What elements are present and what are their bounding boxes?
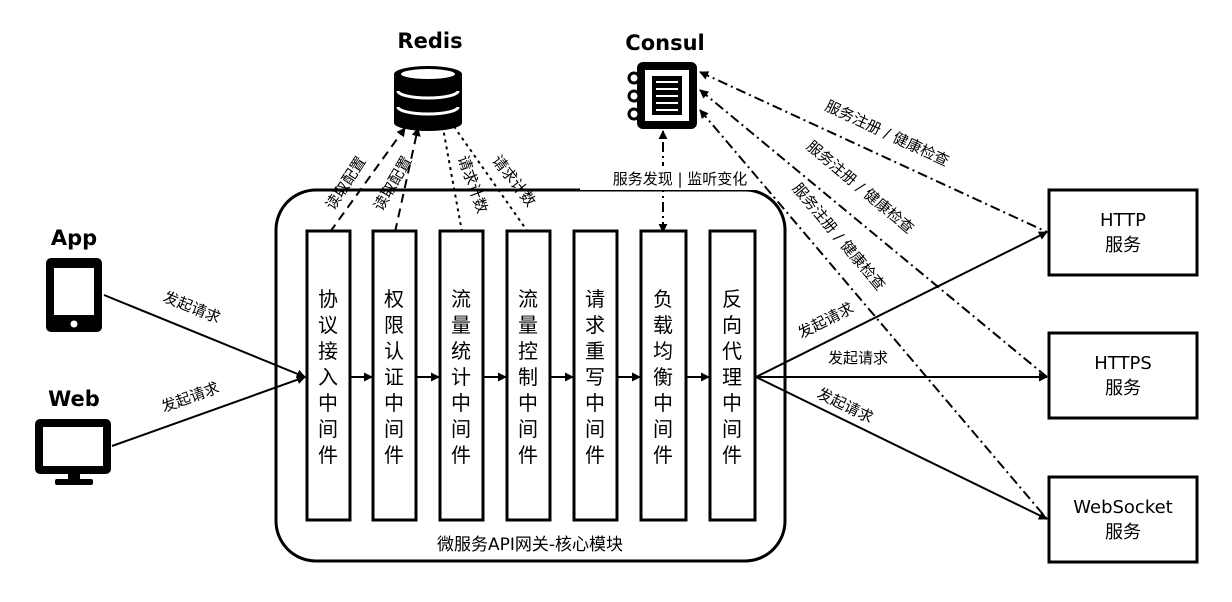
database-icon [394,66,462,131]
mw-char: 反 [722,287,742,311]
proxy-edge-label: 发起请求 [828,349,888,367]
middleware-load-balance: 负 载 均 衡 中 间 件 [639,229,688,522]
app-request-edge [103,294,306,379]
mw-char: 件 [451,443,471,467]
mw-char: 载 [653,313,673,337]
mw-char: 统 [451,339,471,363]
mw-char: 间 [585,417,605,441]
mw-char: 负 [653,287,673,311]
mw-char: 衡 [653,365,673,389]
mw-char: 入 [318,365,338,389]
service-subtitle: 服务 [1105,522,1141,543]
mw-char: 流 [451,287,471,311]
service-subtitle: 服务 [1105,378,1141,399]
registration-edges [699,71,1048,520]
app-label: App [51,226,97,250]
mw-char: 中 [451,391,471,415]
service-https: HTTPS 服务 [1047,331,1199,420]
service-http: HTTP 服务 [1047,188,1199,277]
middleware-chain: 协 议 接 入 中 间 件 权 限 认 证 中 间 件 流 量 统 计 中 间 … [305,229,757,522]
monitor-icon [35,419,111,485]
web-label: Web [48,387,100,411]
middleware-traffic-stats: 流 量 统 计 中 间 件 [438,229,485,522]
middleware-traffic-control: 流 量 控 制 中 间 件 [505,229,552,522]
mw-char: 中 [585,391,605,415]
redis-link-label: 读取配置 [370,153,416,214]
mw-char: 制 [518,365,538,389]
redis-label: Redis [397,29,462,53]
mw-char: 件 [518,443,538,467]
mw-char: 请 [585,287,605,311]
service-title: WebSocket [1073,497,1173,518]
service-websocket: WebSocket 服务 [1047,475,1199,564]
middleware-protocol: 协 议 接 入 中 间 件 [305,229,352,522]
mw-char: 控 [518,339,538,363]
mw-char: 接 [318,339,338,363]
mw-char: 件 [722,443,742,467]
middleware-reverse-proxy: 反 向 代 理 中 间 件 [708,229,757,522]
mw-char: 件 [585,443,605,467]
mw-char: 权 [384,287,404,311]
mw-char: 间 [653,417,673,441]
mw-char: 代 [722,339,742,363]
redis-link-label: 请求计数 [488,152,539,210]
mw-char: 均 [653,339,673,363]
mw-char: 件 [318,443,338,467]
mw-char: 间 [451,417,471,441]
mw-char: 理 [722,365,742,389]
gateway-container [274,188,787,563]
tablet-icon [46,258,102,332]
mw-char: 向 [722,313,742,337]
service-title: HTTPS [1094,353,1152,374]
mw-char: 流 [518,287,538,311]
mw-char: 间 [518,417,538,441]
consul-link-label: 服务发现 | 监听变化 [613,170,748,188]
gateway-label: 微服务API网关-核心模块 [437,535,623,555]
mw-char: 中 [722,391,742,415]
service-title: HTTP [1100,210,1146,231]
mw-char: 限 [384,313,404,337]
mw-char: 中 [318,391,338,415]
mw-char: 中 [518,391,538,415]
redis-links [329,127,529,233]
proxy-edges [755,231,1048,520]
notebook-icon [627,62,697,129]
proxy-edge-label: 发起请求 [795,299,857,342]
mw-char: 中 [653,391,673,415]
redis-link-label: 请求计数 [454,153,491,216]
mw-char: 件 [653,443,673,467]
consul-label: Consul [625,31,704,55]
mw-char: 间 [318,417,338,441]
mw-char: 写 [585,365,605,389]
mw-char: 求 [585,313,605,337]
mw-char: 间 [722,417,742,441]
mw-char: 议 [318,313,338,337]
mw-char: 量 [518,313,538,337]
mw-char: 证 [384,365,404,389]
mw-char: 重 [585,339,605,363]
mw-char: 计 [451,365,471,389]
service-subtitle: 服务 [1105,235,1141,256]
mw-char: 协 [318,287,338,311]
middleware-auth: 权 限 认 证 中 间 件 [371,229,418,522]
mw-char: 量 [451,313,471,337]
web-request-edge [111,375,306,447]
mw-char: 认 [384,339,404,363]
middleware-rewrite: 请 求 重 写 中 间 件 [572,229,619,522]
mw-char: 间 [384,417,404,441]
redis-link-label: 读取配置 [322,153,370,213]
mw-char: 中 [384,391,404,415]
mw-char: 件 [384,443,404,467]
